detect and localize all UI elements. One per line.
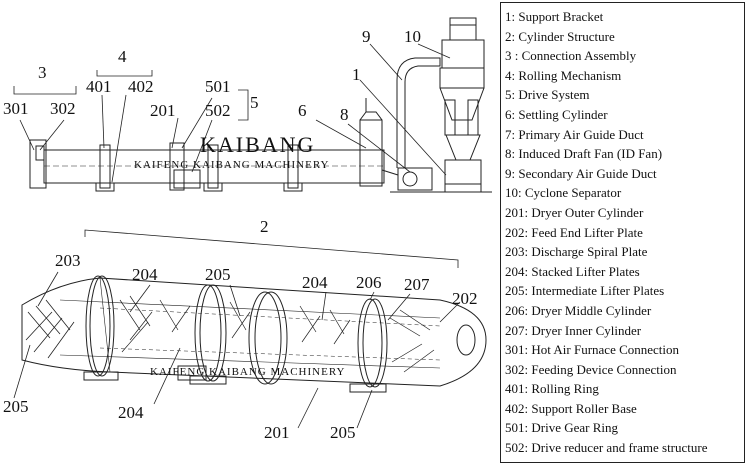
callout-302: 302 [50, 99, 76, 118]
induced-draft-fan [397, 167, 433, 191]
callout-6: 6 [298, 101, 307, 120]
callout-402: 402 [128, 77, 154, 96]
callout-204-bottom: 204 [118, 403, 144, 422]
drive-reducer [173, 169, 201, 189]
legend-list: 1: Support Bracket 2: Cylinder Structure… [501, 3, 744, 458]
legend-item: 203: Discharge Spiral Plate [505, 244, 648, 260]
legend-item: 3 : Connection Assembly [505, 48, 637, 64]
callout-201-bottom: 201 [264, 423, 290, 442]
legend-item: 302: Feeding Device Connection [505, 361, 677, 377]
dryer-technical-drawing: KAIBANG KAIFENG KAIBANG MACHINERY KAIFEN… [3, 17, 492, 442]
legend-item: 1: Support Bracket [505, 9, 604, 24]
legend-item: 501: Drive Gear Ring [505, 420, 619, 436]
top-leader-lines [13, 43, 451, 183]
legend-item: 8: Induced Draft Fan (ID Fan) [505, 146, 663, 162]
watermark-upper-line: KAIFENG KAIBANG MACHINERY [134, 159, 330, 171]
rolling-ring-2 [207, 144, 219, 189]
callout-205-bottom: 205 [330, 423, 356, 442]
legend-item: 9: Secondary Air Guide Duct [505, 165, 657, 181]
callout-205-top: 205 [205, 265, 231, 284]
drive-gear-ring [169, 142, 185, 191]
rolling-ring-a [85, 275, 111, 377]
callout-10: 10 [404, 27, 421, 46]
rolling-ring-1 [99, 144, 111, 189]
legend-item: 401: Rolling Ring [505, 381, 599, 397]
rolling-ring-b [194, 284, 222, 382]
legend-item: 402: Support Roller Base [505, 400, 637, 416]
legend-item: 202: Feed End Lifter Plate [505, 224, 643, 240]
settling-cylinder [359, 119, 383, 187]
parts-legend: 1: Support Bracket 2: Cylinder Structure… [500, 2, 745, 463]
bottom-leader-lines [13, 229, 461, 429]
callout-5: 5 [250, 93, 259, 112]
secondary-air-guide-duct [396, 57, 441, 168]
callout-401: 401 [86, 77, 112, 96]
callout-202-bottom: 202 [452, 289, 478, 308]
legend-item: 4: Rolling Mechanism [505, 67, 622, 83]
watermark: KAIBANG KAIFENG KAIBANG MACHINERY KAIFEN… [134, 132, 346, 378]
cyclone-separator [441, 39, 485, 69]
callout-8: 8 [340, 105, 349, 124]
callout-4: 4 [118, 47, 127, 66]
callout-206: 206 [356, 273, 382, 292]
legend-item: 204: Stacked Lifter Plates [505, 263, 640, 279]
feed-end-opening [456, 324, 476, 356]
callout-3: 3 [38, 63, 47, 82]
callout-1: 1 [352, 65, 361, 84]
legend-item: 5: Drive System [505, 87, 590, 103]
callout-301: 301 [3, 99, 29, 118]
callout-2: 2 [260, 217, 269, 236]
legend-item: 206: Dryer Middle Cylinder [505, 302, 652, 318]
legend-item: 502: Drive reducer and frame structure [505, 440, 708, 456]
watermark-logo-text: KAIBANG [200, 132, 315, 157]
callout-9: 9 [362, 27, 371, 46]
legend-item: 205: Intermediate Lifter Plates [505, 283, 665, 299]
cylinder-structure-section [21, 275, 487, 393]
callout-203: 203 [55, 251, 81, 270]
callout-502: 502 [205, 101, 231, 120]
rolling-ring-3 [287, 144, 299, 189]
dryer-outer-cylinder [21, 277, 487, 387]
hot-air-furnace-connection [29, 139, 47, 189]
callout-201-top: 201 [150, 101, 176, 120]
legend-item: 2: Cylinder Structure [505, 28, 615, 44]
gear-ring [248, 291, 282, 385]
callout-501: 501 [205, 77, 231, 96]
callout-labels: 3 301 302 4 401 402 501 201 502 5 6 8 1 … [3, 27, 478, 442]
dryer-side-elevation [29, 17, 492, 193]
legend-item: 6: Settling Cylinder [505, 106, 608, 122]
legend-item: 201: Dryer Outer Cylinder [505, 204, 644, 220]
legend-item: 207: Dryer Inner Cylinder [505, 322, 642, 338]
legend-item: 301: Hot Air Furnace Connection [505, 342, 680, 358]
legend-item: 7: Primary Air Guide Duct [505, 126, 644, 142]
callout-204-right: 204 [302, 273, 328, 292]
watermark-lower-line: KAIFENG KAIBANG MACHINERY [150, 366, 346, 378]
callout-207: 207 [404, 275, 430, 294]
rolling-ring-c [357, 298, 383, 388]
callout-205-left: 205 [3, 397, 29, 416]
legend-item: 10: Cyclone Separator [505, 185, 622, 201]
callout-204-left: 204 [132, 265, 158, 284]
